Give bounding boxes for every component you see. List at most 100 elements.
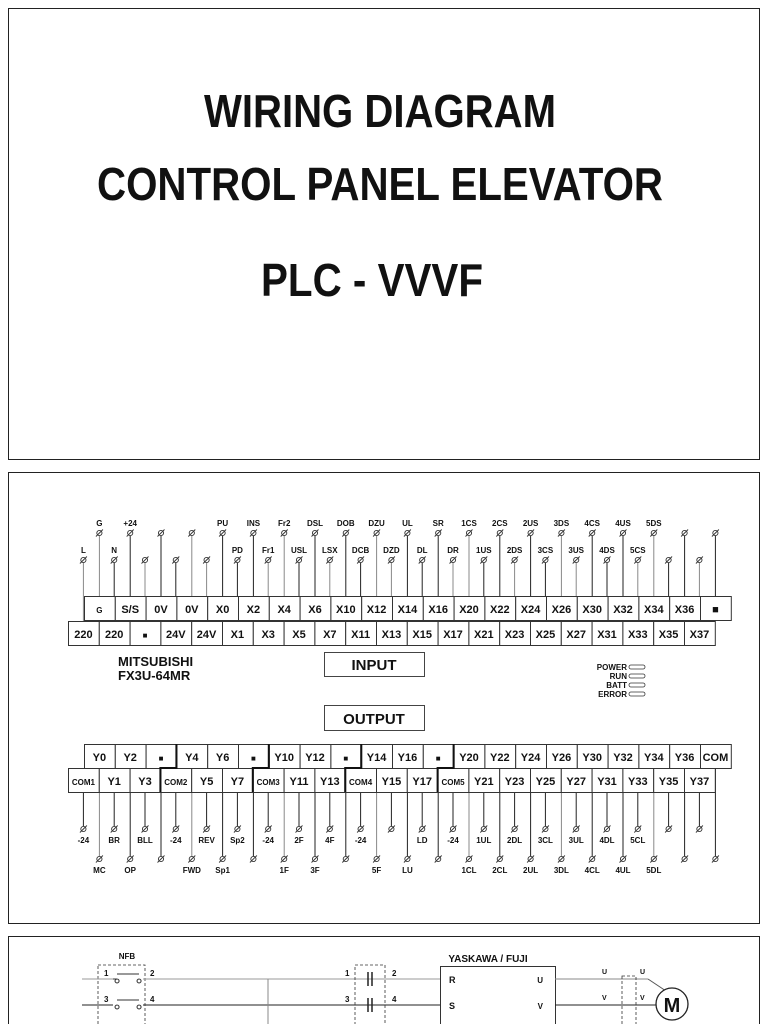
output-wire-label: 2DL bbox=[507, 836, 522, 845]
input-terminal-label: X14 bbox=[398, 604, 418, 616]
input-wire-label: +24 bbox=[123, 519, 137, 528]
input-wire-label: Fr1 bbox=[262, 546, 275, 555]
input-wire-label: DCB bbox=[352, 546, 370, 555]
input-wire-label: 3US bbox=[568, 546, 584, 555]
output-terminal-label: Y2 bbox=[123, 752, 136, 764]
input-wire-label: DR bbox=[447, 546, 459, 555]
input-wire-label: 3DS bbox=[554, 519, 570, 528]
input-terminal bbox=[191, 621, 223, 646]
output-terminal-label: Y4 bbox=[185, 752, 199, 764]
output-wire-label: -24 bbox=[170, 836, 182, 845]
input-terminal bbox=[68, 621, 100, 646]
terminal-screw-icon bbox=[96, 855, 103, 863]
input-wire-label: USL bbox=[291, 546, 307, 555]
input-wire-label: 5CS bbox=[630, 546, 646, 555]
terminal-screw-icon bbox=[111, 556, 118, 564]
output-wire-label: 3UL bbox=[569, 836, 584, 845]
terminal-screw-icon bbox=[665, 556, 672, 564]
output-terminal-label: Y34 bbox=[644, 752, 664, 764]
output-terminal bbox=[546, 744, 578, 769]
terminal-screw-icon bbox=[388, 825, 395, 833]
inverter-label: YASKAWA / FUJI bbox=[448, 954, 527, 965]
terminal-screw-icon bbox=[203, 825, 210, 833]
terminal-screw-icon bbox=[80, 825, 87, 833]
terminal-screw-icon bbox=[496, 529, 503, 537]
input-wire-label: PU bbox=[217, 519, 228, 528]
input-wire-label: DZU bbox=[368, 519, 385, 528]
input-terminal bbox=[406, 621, 439, 646]
terminal-screw-icon bbox=[203, 556, 210, 564]
output-wire-label: LU bbox=[402, 866, 413, 875]
input-terminal bbox=[515, 596, 548, 621]
input-terminal-label: X6 bbox=[308, 604, 321, 616]
terminal-screw-icon bbox=[589, 529, 596, 537]
output-terminal bbox=[222, 768, 254, 793]
contactor-box bbox=[354, 964, 386, 1024]
output-terminal bbox=[129, 768, 162, 793]
plc-panel bbox=[8, 472, 760, 924]
input-terminal bbox=[268, 596, 301, 621]
terminal-screw-icon bbox=[603, 825, 611, 833]
output-terminal-label: Y0 bbox=[93, 752, 106, 764]
output-terminal-label: Y6 bbox=[216, 752, 229, 764]
terminal-screw-icon bbox=[619, 529, 627, 537]
input-terminal-label: X0 bbox=[216, 604, 229, 616]
terminal-screw-icon bbox=[527, 855, 534, 863]
nfb-terminal-1: 1 bbox=[104, 969, 109, 978]
output-wire-label: MC bbox=[93, 866, 106, 875]
input-wire-label: 3CS bbox=[538, 546, 554, 555]
terminal-screw-icon bbox=[157, 855, 165, 863]
input-label: INPUT bbox=[352, 657, 397, 674]
terminal-screw-icon bbox=[696, 556, 703, 564]
output-terminal-label: Y1 bbox=[107, 776, 120, 788]
output-wire-label: 4UL bbox=[615, 866, 630, 875]
output-terminal-label: Y3 bbox=[138, 776, 151, 788]
output-wire-label: -24 bbox=[262, 836, 274, 845]
input-terminal bbox=[283, 621, 316, 646]
input-terminal-label: 24V bbox=[197, 629, 217, 641]
output-terminal bbox=[468, 768, 501, 793]
motor-terminal-u1: U bbox=[602, 969, 607, 976]
input-terminal bbox=[376, 621, 408, 646]
output-terminal-label: Y17 bbox=[412, 776, 432, 788]
terminal-screw-icon bbox=[141, 825, 149, 833]
terminal-screw-icon bbox=[511, 825, 518, 833]
input-terminal-label: ■ bbox=[712, 604, 719, 616]
output-terminal-label: Y25 bbox=[536, 776, 556, 788]
output-terminal bbox=[515, 744, 548, 769]
input-terminal bbox=[684, 621, 716, 646]
input-terminal bbox=[129, 621, 162, 646]
led-batt-label: BATT bbox=[606, 681, 627, 690]
input-terminal bbox=[437, 621, 470, 646]
motor-label: M bbox=[664, 995, 681, 1017]
terminal-screw-icon bbox=[712, 855, 719, 863]
output-terminal-label: Y23 bbox=[505, 776, 525, 788]
output-terminal bbox=[84, 744, 116, 769]
output-terminal-label: Y32 bbox=[613, 752, 633, 764]
output-terminal bbox=[622, 768, 655, 793]
terminal-screw-icon bbox=[172, 825, 179, 833]
input-terminal-label: X20 bbox=[459, 604, 479, 616]
output-wire-label: -24 bbox=[355, 836, 367, 845]
output-wire-label: 3F bbox=[310, 866, 319, 875]
led-run-icon bbox=[628, 673, 646, 679]
input-terminal bbox=[299, 596, 332, 621]
output-wire-label: 3DL bbox=[554, 866, 569, 875]
title-line-1: WIRING DIAGRAM bbox=[204, 85, 556, 137]
input-terminal bbox=[422, 596, 455, 621]
inverter-input-r: R bbox=[449, 975, 456, 985]
output-terminal bbox=[684, 768, 716, 793]
output-terminal bbox=[700, 744, 732, 769]
input-terminal-label: X3 bbox=[261, 629, 274, 641]
output-terminal-label: Y21 bbox=[474, 776, 494, 788]
terminal-screw-icon bbox=[219, 855, 226, 863]
output-wire-label: 5DL bbox=[646, 866, 661, 875]
terminal-screw-icon bbox=[404, 855, 411, 863]
input-terminal bbox=[653, 621, 686, 646]
terminal-screw-icon bbox=[250, 529, 257, 537]
terminal-screw-icon bbox=[527, 529, 534, 537]
output-wire-label: BR bbox=[108, 836, 120, 845]
group-separator bbox=[436, 744, 455, 792]
input-terminal-label: X23 bbox=[505, 629, 525, 641]
